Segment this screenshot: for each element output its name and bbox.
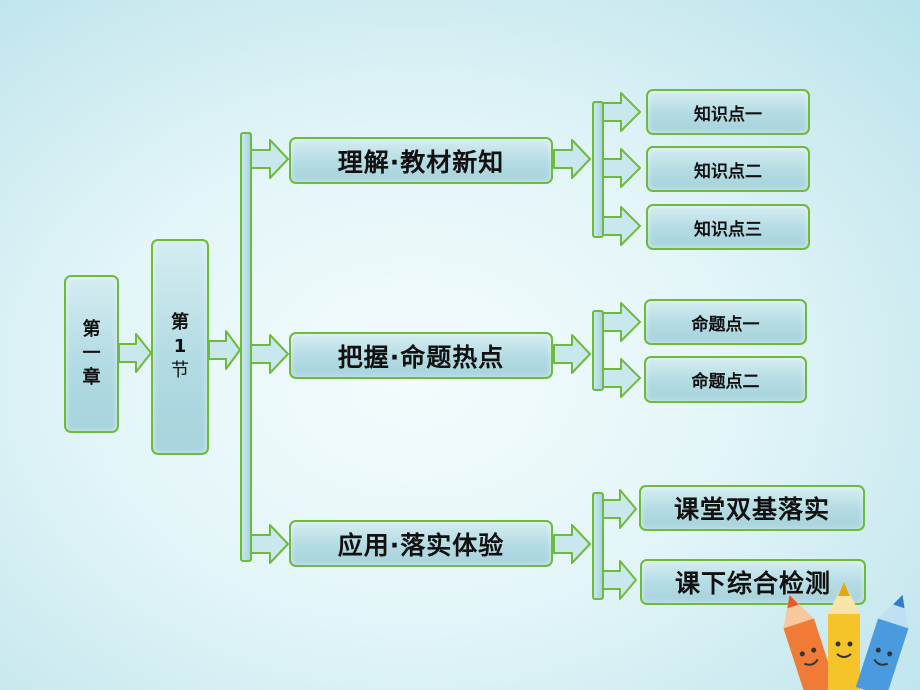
leaf-node-2-2[interactable]: 命题点二 [644,356,807,403]
chapter-text-1: 第 [82,319,101,340]
leaf-node-3-2[interactable]: 课下综合检测 [640,559,866,605]
leaf-node-3-1[interactable]: 课堂双基落实 [639,485,865,531]
arrow-leaf-3-2 [602,560,637,600]
arrow-leaf-1-1 [602,92,641,132]
leaf-label-3-2: 课下综合检测 [674,569,831,598]
arrow-section-bar [208,330,241,370]
sub-bracket-bar-2 [592,310,604,391]
leaf-label-2-2: 命题点二 [691,372,760,392]
branch-label-1: 理解·教材新知 [337,147,505,177]
leaf-label-1-1: 知识点一 [694,104,762,125]
arrow-branch3-subbar [553,524,591,564]
arrow-bar-branch-2 [250,334,289,374]
leaf-node-1-3[interactable]: 知识点三 [646,204,810,250]
chapter-node: 第 一 章 [64,275,119,433]
main-bracket-bar [240,132,252,562]
section-text-3: 节 [171,360,189,381]
chapter-text-2: 一 [82,343,101,364]
leaf-node-2-1[interactable]: 命题点一 [644,299,807,345]
arrow-bar-branch-1 [250,139,289,179]
leaf-label-2-1: 命题点一 [691,314,760,335]
arrow-bar-branch-3 [250,524,289,564]
arrow-branch2-subbar [553,334,591,374]
arrow-chapter-section [118,333,152,373]
arrow-leaf-1-3 [602,206,641,246]
sub-bracket-bar-3 [592,492,604,600]
section-text-2: 1 [173,336,187,357]
branch-node-3[interactable]: 应用·落实体验 [289,520,553,567]
section-node: 第 1 节 [151,239,209,455]
arrow-leaf-3-1 [602,489,637,529]
leaf-node-1-1[interactable]: 知识点一 [646,89,810,135]
leaf-node-1-2[interactable]: 知识点二 [646,146,810,192]
branch-node-1[interactable]: 理解·教材新知 [289,137,553,184]
branch-node-2[interactable]: 把握·命题热点 [289,332,553,379]
branch-label-2: 把握·命题热点 [337,342,505,372]
sub-bracket-bar-1 [592,101,604,238]
arrow-leaf-2-1 [602,302,641,342]
section-text-1: 第 [171,312,189,333]
arrow-branch1-subbar [553,139,591,179]
leaf-label-1-2: 知识点二 [694,161,762,182]
branch-label-3: 应用·落实体验 [337,530,505,560]
crayons-illustration-icon [783,582,909,690]
chapter-text-3: 章 [82,367,101,388]
leaf-label-1-3: 知识点三 [694,219,762,240]
leaf-label-3-1: 课堂双基落实 [673,495,830,524]
arrow-leaf-1-2 [602,148,641,188]
arrow-leaf-2-2 [602,358,641,398]
